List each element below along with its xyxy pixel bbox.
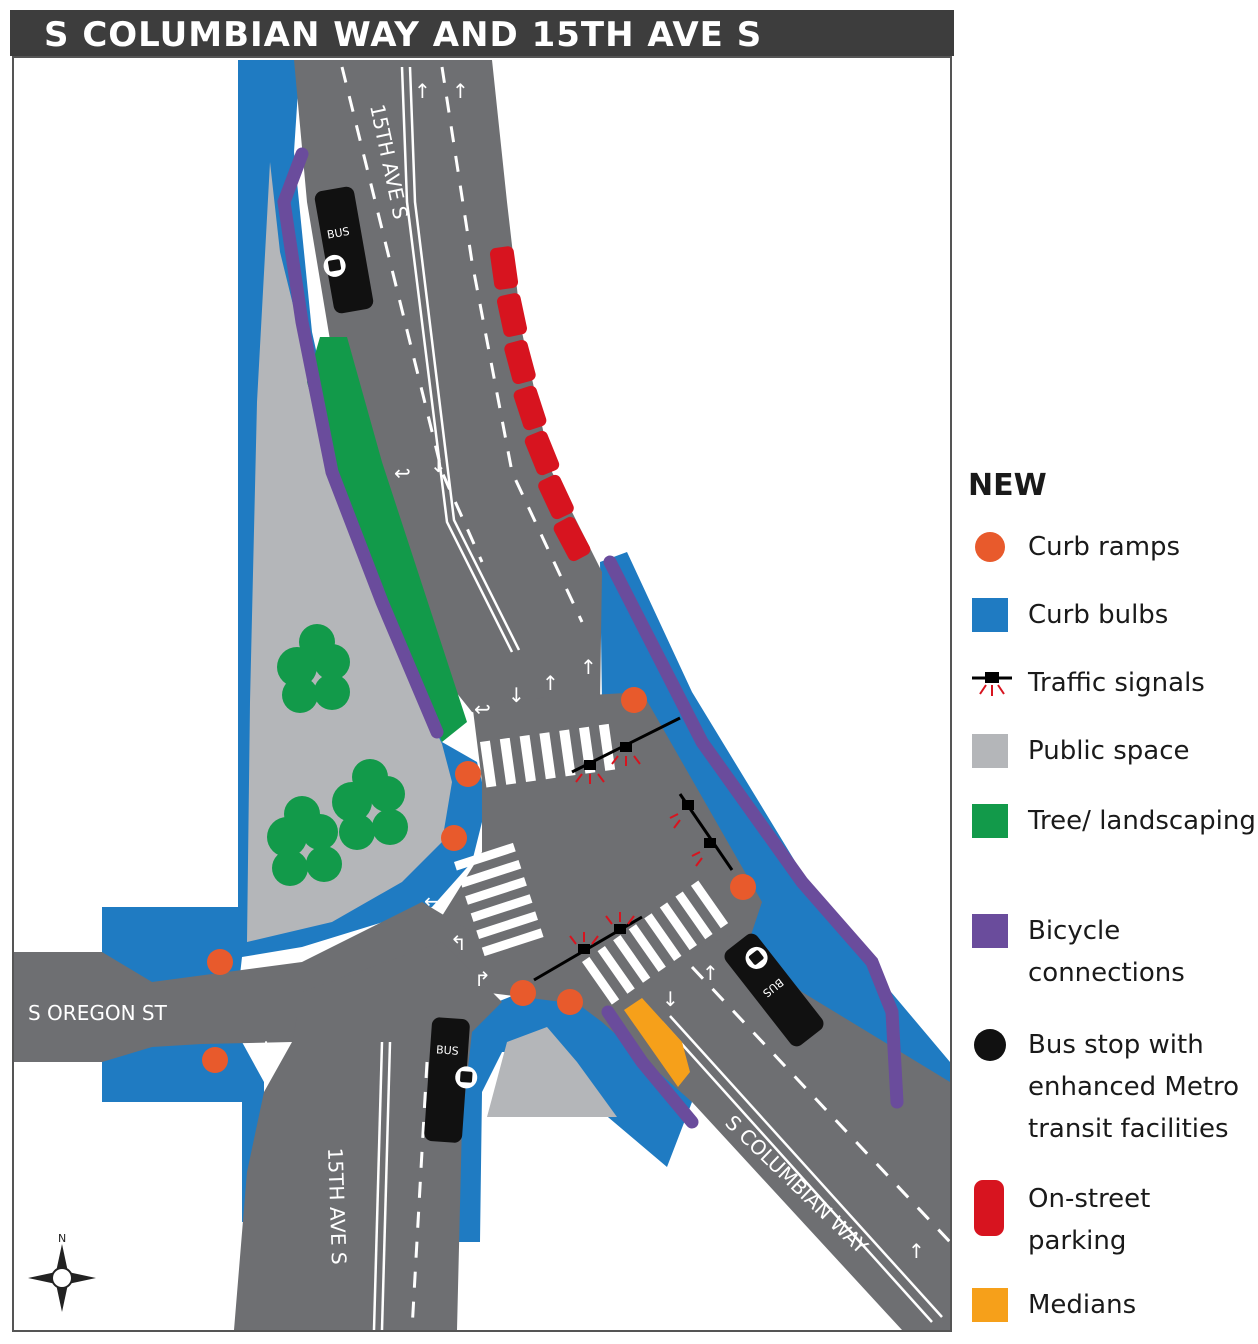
- crosswalk-west: [454, 842, 544, 957]
- tree-icon: [332, 759, 408, 850]
- curb-ramp: [455, 761, 481, 787]
- curb-ramp: [730, 874, 756, 900]
- compass-icon: N: [28, 1232, 96, 1312]
- crosswalk-north: [480, 723, 616, 788]
- compass-north: N: [58, 1232, 66, 1245]
- traffic-signal-icon: [533, 912, 643, 982]
- curb-ramp-icon: [975, 532, 1005, 562]
- bicycle-connections: [277, 147, 904, 1129]
- bus-north: BUS: [314, 186, 374, 314]
- curb-bulb-east: [600, 552, 950, 1112]
- traffic-signal-icon: [669, 793, 734, 871]
- traffic-signal-icon: [571, 716, 681, 784]
- street-label-15th-south: 15TH AVE S: [323, 1147, 351, 1265]
- arrow-icon: ↩: [474, 697, 491, 721]
- curb-bulb-southwest: [102, 1042, 264, 1222]
- arrow-icon: ↑: [452, 79, 469, 103]
- arrow-icon: ↱: [474, 967, 491, 991]
- curb-bulb-icon: [972, 598, 1008, 632]
- page-title: S COLUMBIAN WAY AND 15TH AVE S: [44, 15, 763, 55]
- bicycle-icon: [972, 914, 1008, 948]
- tree-icon: [972, 804, 1008, 838]
- public-space-south: [487, 1027, 617, 1117]
- street-label-oregon: S OREGON ST: [28, 1001, 168, 1025]
- arrow-icon: ⅄: [259, 1037, 273, 1061]
- arrow-icon: ↩: [394, 461, 411, 485]
- arrow-icon: ↑: [542, 671, 559, 695]
- public-space-icon: [972, 734, 1008, 768]
- arrow-icon: ↑: [580, 655, 597, 679]
- crosswalks: [454, 723, 729, 1005]
- traffic-signal-icon: [972, 672, 1012, 696]
- lane-arrows: ↑ ↑ ↓ ↩ ↓ ↑ ↑ ↩ ← ↰ ↱ ⅄ ↓ ↑ ↑: [259, 79, 925, 1263]
- bus-south: BUS: [424, 1017, 478, 1143]
- bus-east: BUS: [724, 933, 824, 1047]
- curb-ramp: [441, 825, 467, 851]
- legend-title: NEW: [968, 468, 1047, 503]
- curb-ramps: [202, 687, 756, 1073]
- arrow-icon: ←: [424, 889, 441, 913]
- bus-label: BUS: [326, 225, 351, 242]
- arrow-icon: ↓: [508, 683, 525, 707]
- bus-label: BUS: [436, 1043, 459, 1058]
- curb-ramp: [202, 1047, 228, 1073]
- arrow-icon: ↓: [662, 987, 679, 1011]
- trees: [267, 624, 408, 886]
- arrow-icon: ↑: [414, 79, 431, 103]
- road-15th-ave-north: [294, 60, 602, 722]
- on-street-parking: [489, 246, 591, 562]
- arrow-icon: ↰: [450, 931, 467, 955]
- crosswalk-south: [582, 880, 729, 1005]
- title-bar: S COLUMBIAN WAY AND 15TH AVE S: [10, 10, 954, 56]
- arrow-icon: ↑: [908, 1239, 925, 1263]
- traffic-signals: [533, 716, 734, 982]
- lane-markings: [340, 66, 950, 1330]
- tree-icon: [277, 624, 350, 713]
- curb-ramp: [557, 989, 583, 1015]
- bus-stop-icon: [974, 1029, 1006, 1061]
- landscaping-strip: [307, 337, 467, 742]
- arrow-icon: ↑: [702, 961, 719, 985]
- curb-ramp: [207, 949, 233, 975]
- parking-icon: [974, 1180, 1004, 1236]
- curb-ramp: [510, 980, 536, 1006]
- public-space-triangle: [247, 162, 452, 942]
- roads-layer: [14, 60, 950, 1330]
- tree-icon: [267, 796, 342, 886]
- intersection-map: ↑ ↑ ↓ ↩ ↓ ↑ ↑ ↩ ← ↰ ↱ ⅄ ↓ ↑ ↑: [12, 56, 952, 1332]
- median: [624, 998, 690, 1087]
- arrow-icon: ↓: [430, 453, 447, 477]
- curb-ramp: [621, 687, 647, 713]
- median-icon: [972, 1288, 1008, 1322]
